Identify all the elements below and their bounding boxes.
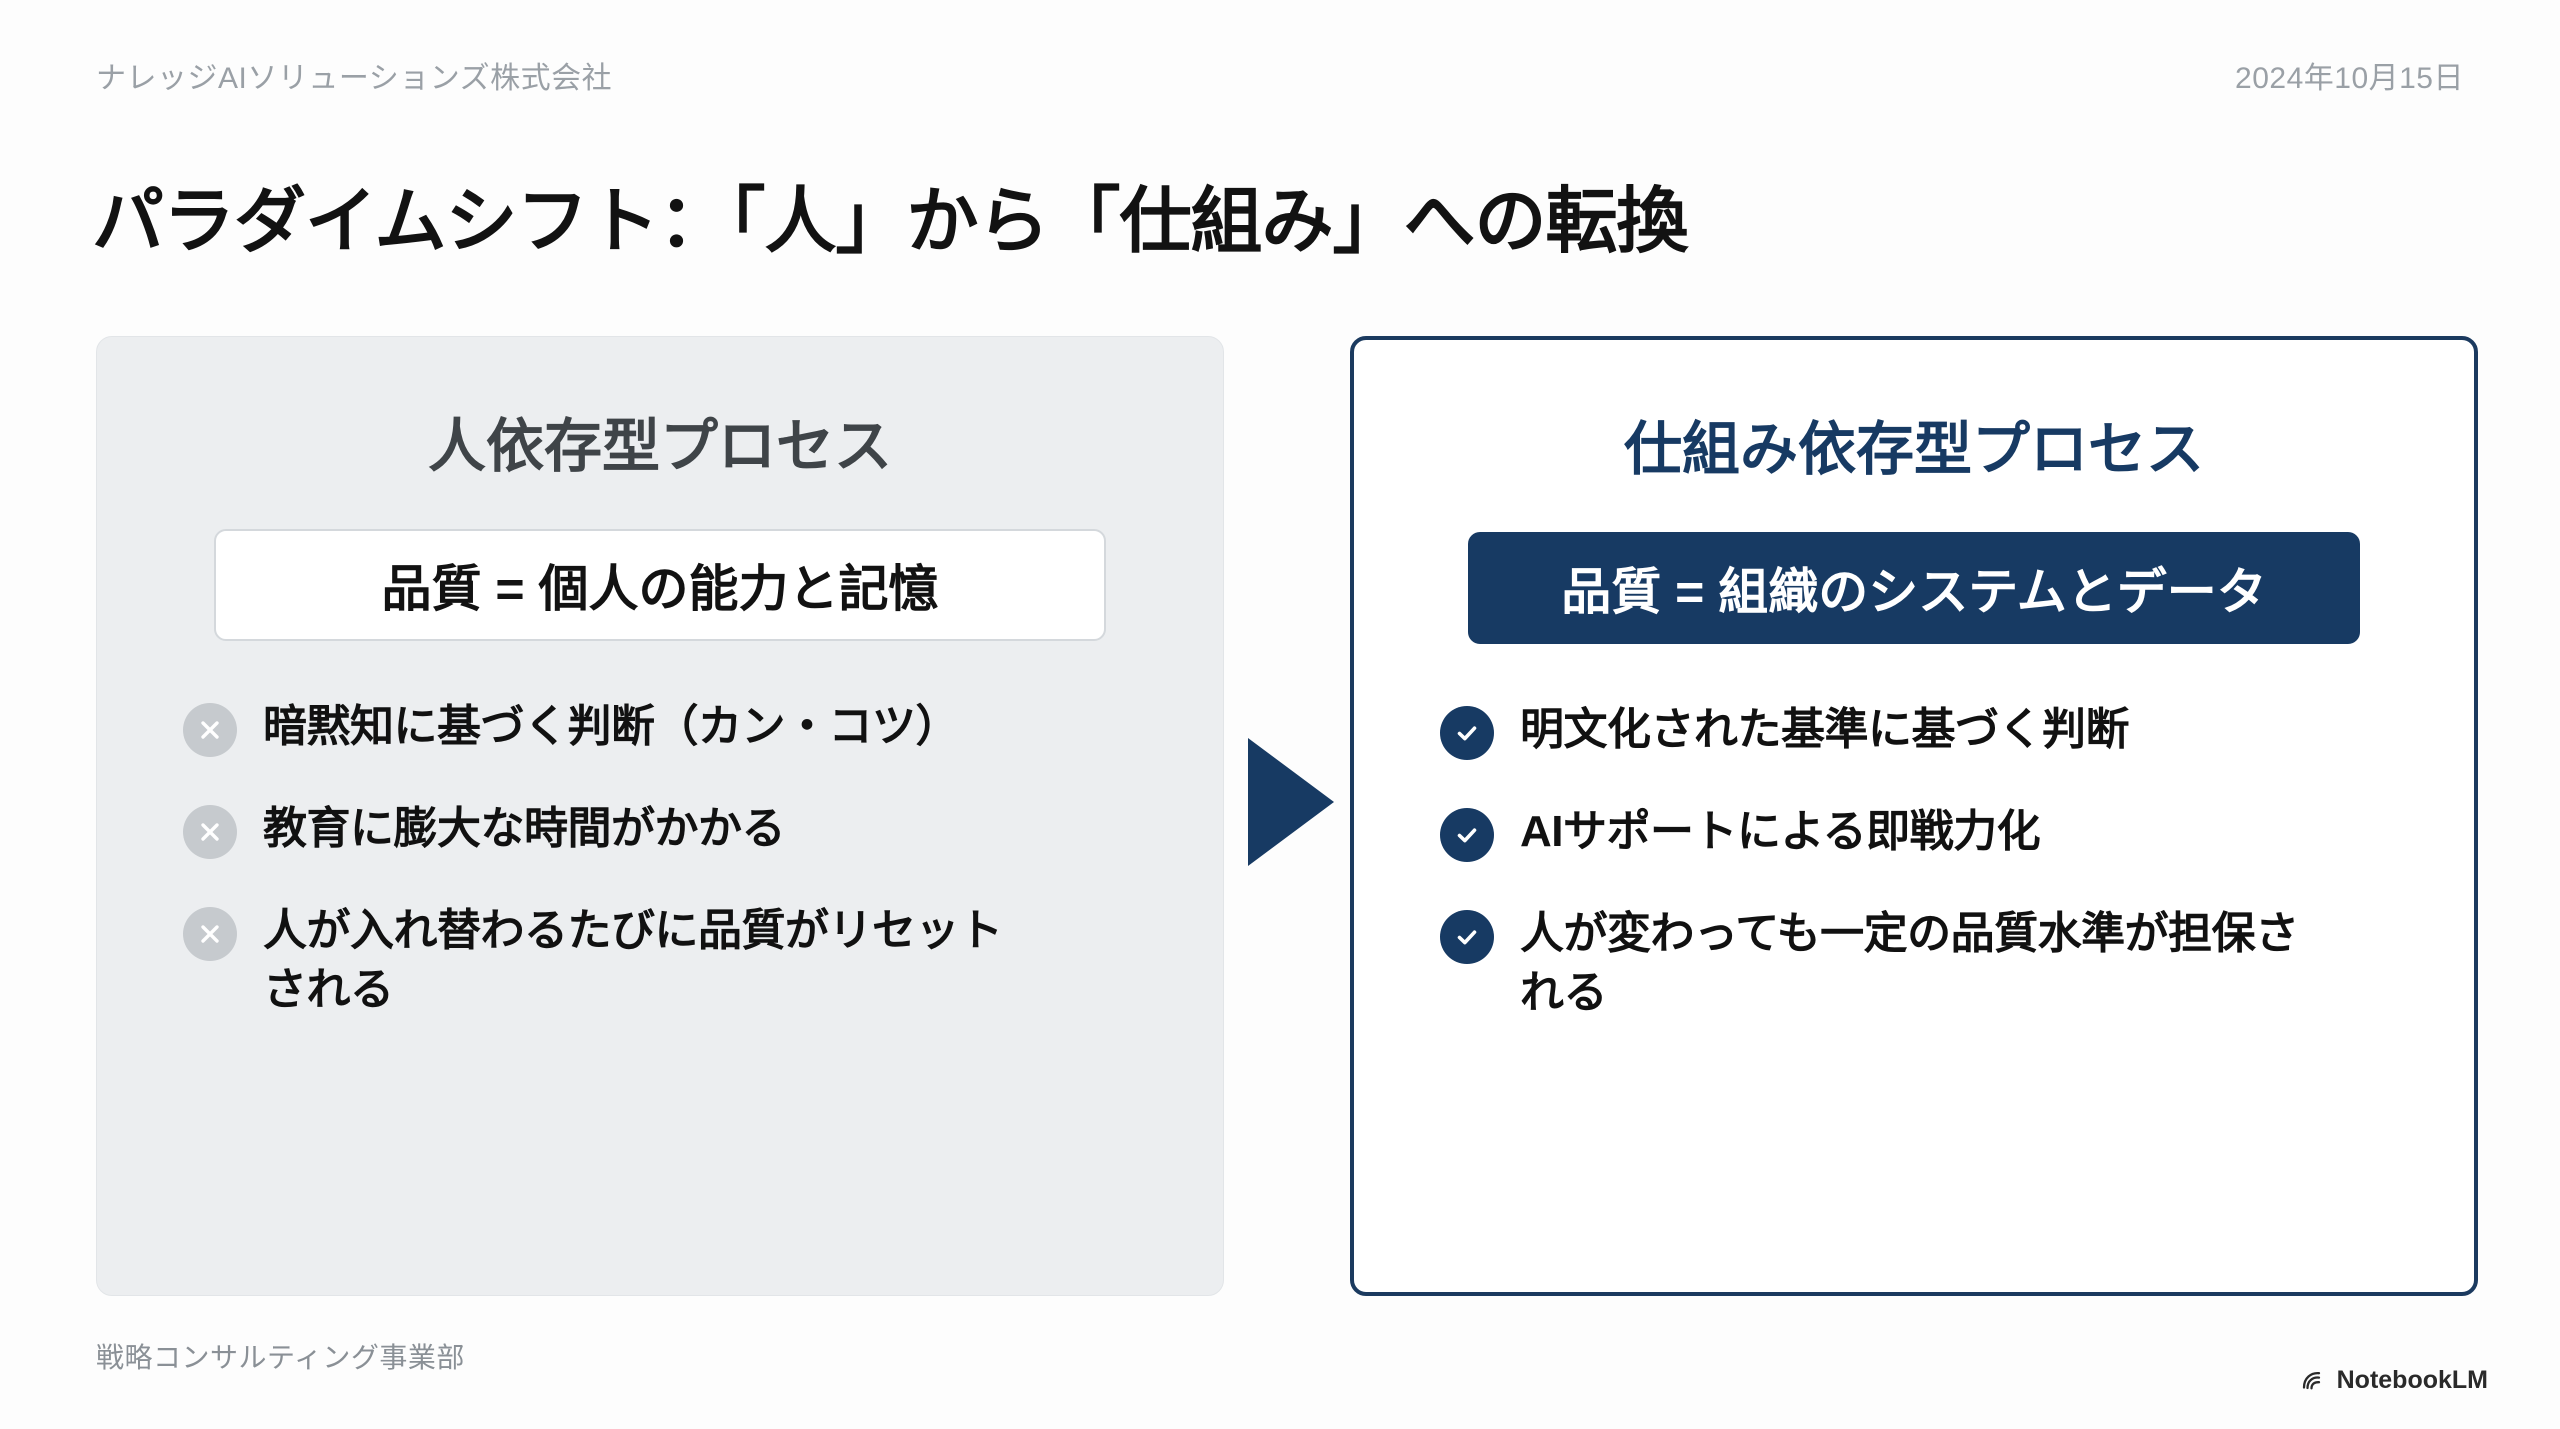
panel-after-bullet-list: 明文化された基準に基づく判断 AIサポートによる即戦力化 <box>1354 700 2474 1023</box>
list-item-label: 明文化された基準に基づく判断 <box>1520 705 2130 754</box>
list-item: AIサポートによる即戦力化 <box>1440 802 2434 862</box>
slide-date: 2024年10月15日 <box>2235 62 2464 95</box>
check-circle-icon <box>1440 706 1494 760</box>
x-circle-icon <box>183 907 237 961</box>
footer-department: 戦略コンサルティング事業部 <box>96 1342 465 1373</box>
list-item-label: AIサポートによる即戦力化 <box>1520 807 2041 856</box>
panel-before-formula: 品質 = 個人の能力と記憶 <box>214 529 1106 641</box>
list-item: 人が変わっても一定の品質水準が担保される <box>1440 904 2434 1023</box>
comparison-area: 人依存型プロセス 品質 = 個人の能力と記憶 暗黙知に基づく判断（カン・コツ） <box>96 336 2478 1296</box>
panel-after-formula: 品質 = 組織のシステムとデータ <box>1468 532 2360 644</box>
list-item-label: 人が入れ替わるたびに品質がリセットされる <box>263 906 1003 1015</box>
list-item-label: 教育に膨大な時間がかかる <box>263 804 786 853</box>
x-circle-icon <box>183 805 237 859</box>
company-name: ナレッジAIソリューションズ株式会社 <box>96 62 613 95</box>
list-item: 教育に膨大な時間がかかる <box>183 799 1183 859</box>
panel-after: 仕組み依存型プロセス 品質 = 組織のシステムとデータ 明文化された基準に基づく… <box>1350 336 2478 1296</box>
notebooklm-brand: NotebookLM <box>2301 1366 2488 1395</box>
panel-after-heading: 仕組み依存型プロセス <box>1623 417 2204 482</box>
list-item-label: 人が変わっても一定の品質水準が担保される <box>1520 909 2299 1018</box>
x-circle-icon <box>183 703 237 757</box>
notebooklm-label: NotebookLM <box>2336 1366 2488 1394</box>
panel-before: 人依存型プロセス 品質 = 個人の能力と記憶 暗黙知に基づく判断（カン・コツ） <box>96 336 1224 1296</box>
notebooklm-logo-icon <box>2301 1368 2327 1394</box>
panel-before-bullet-list: 暗黙知に基づく判断（カン・コツ） 教育に膨大な時間がかかる <box>97 697 1223 1020</box>
panel-before-heading: 人依存型プロセス <box>427 414 892 479</box>
check-circle-icon <box>1440 910 1494 964</box>
page-title: パラダイムシフト：「人」から「仕組み」への転換 <box>92 182 1689 262</box>
right-arrow-icon <box>1248 738 1334 866</box>
list-item: 人が入れ替わるたびに品質がリセットされる <box>183 901 1183 1020</box>
check-circle-icon <box>1440 808 1494 862</box>
slide-header: ナレッジAIソリューションズ株式会社 2024年10月15日 <box>96 52 2464 98</box>
list-item: 暗黙知に基づく判断（カン・コツ） <box>183 697 1183 757</box>
list-item-label: 暗黙知に基づく判断（カン・コツ） <box>263 702 960 751</box>
list-item: 明文化された基準に基づく判断 <box>1440 700 2434 760</box>
